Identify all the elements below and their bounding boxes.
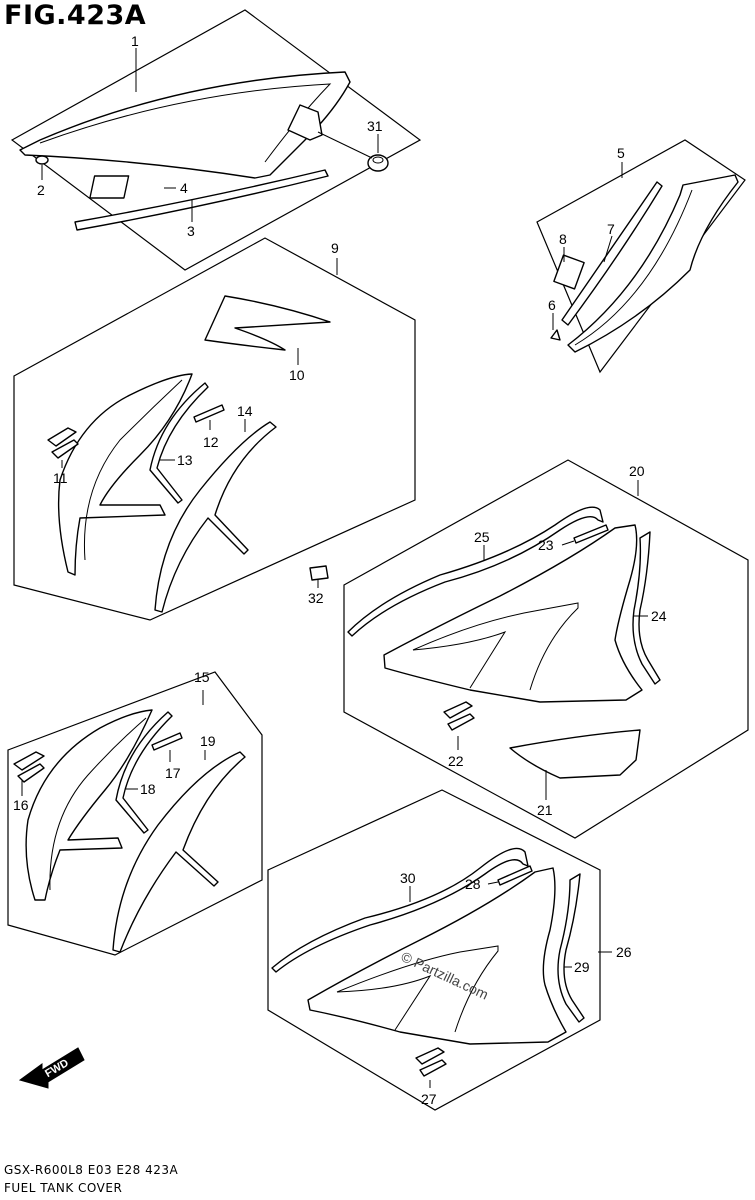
- callout-16: 16: [13, 797, 29, 813]
- callout-11: 11: [53, 470, 68, 486]
- footer-model-line: GSX-R600L8 E03 E28 423A: [4, 1163, 179, 1177]
- callout-6: 6: [548, 297, 556, 313]
- footer-caption: FUEL TANK COVER: [4, 1181, 123, 1195]
- part-27-emblem[interactable]: [415, 1047, 447, 1077]
- callout-24: 24: [651, 608, 667, 624]
- group-26-leaders: [409, 881, 612, 1088]
- callout-4: 4: [180, 180, 188, 196]
- callout-13: 13: [177, 452, 193, 468]
- fwd-arrow-icon: FWD: [18, 1047, 85, 1089]
- part-21-decal[interactable]: [509, 729, 641, 779]
- callout-30: 30: [400, 870, 416, 886]
- group-1-panel: [10, 9, 422, 271]
- callout-5: 5: [617, 145, 625, 161]
- callout-26: 26: [616, 944, 632, 960]
- part-10-decal[interactable]: [204, 295, 331, 351]
- part-12-strip[interactable]: [193, 404, 225, 423]
- callout-32: 32: [308, 590, 324, 606]
- part-17-strip[interactable]: [151, 732, 183, 751]
- callout-8: 8: [559, 231, 567, 247]
- group-15-panel: [7, 671, 263, 956]
- group-5-panel: [536, 139, 746, 374]
- callout-23: 23: [538, 537, 554, 553]
- callout-12: 12: [203, 434, 219, 450]
- part-32-clip[interactable]: [309, 565, 329, 581]
- callout-29: 29: [574, 959, 590, 975]
- callout-27: 27: [421, 1091, 437, 1107]
- part-3-trim-strip[interactable]: [74, 169, 329, 231]
- group-1-leaders: [41, 48, 379, 222]
- group-20-leaders: [457, 480, 648, 800]
- group-9-panel: [13, 237, 416, 621]
- part-15-cover[interactable]: [25, 709, 153, 901]
- group-5-leaders: [552, 162, 623, 330]
- part-2-clip[interactable]: [35, 155, 49, 165]
- callout-3: 3: [187, 223, 195, 239]
- callout-31: 31: [367, 118, 383, 134]
- part-6-clip[interactable]: [550, 329, 561, 341]
- group-9-leaders: [61, 258, 338, 588]
- part-24-trim-strip[interactable]: [632, 531, 661, 685]
- callout-19: 19: [200, 733, 216, 749]
- part-1-side-cover[interactable]: [19, 71, 351, 179]
- part-5-side-panel[interactable]: [567, 174, 739, 353]
- part-1-bracket[interactable]: [287, 104, 323, 141]
- part-14-trim-strip[interactable]: [154, 421, 277, 613]
- part-23-strip[interactable]: [573, 524, 609, 544]
- part-19-trim-strip[interactable]: [112, 751, 246, 953]
- callout-14: 14: [237, 403, 253, 419]
- callout-21: 21: [537, 802, 553, 818]
- part-13-trim-strip[interactable]: [149, 382, 209, 504]
- group-20-panel: [343, 459, 749, 839]
- part-16-emblem[interactable]: [13, 751, 45, 783]
- callout-7: 7: [607, 221, 615, 237]
- part-4-pad[interactable]: [89, 175, 130, 199]
- part-26-cover[interactable]: [307, 867, 567, 1045]
- part-29-trim-strip[interactable]: [557, 873, 585, 1023]
- callout-9: 9: [331, 240, 339, 256]
- callout-1: 1: [131, 33, 139, 49]
- part-22-emblem[interactable]: [443, 701, 475, 731]
- part-20-cover[interactable]: [383, 524, 643, 703]
- part-11-emblem[interactable]: [47, 427, 79, 459]
- part-28-strip[interactable]: [497, 865, 533, 886]
- callout-20: 20: [629, 463, 645, 479]
- callout-17: 17: [165, 765, 181, 781]
- part-18-trim-strip[interactable]: [115, 711, 173, 834]
- group-15-leaders: [21, 690, 206, 796]
- part-9-cover[interactable]: [57, 373, 193, 576]
- callout-22: 22: [448, 753, 464, 769]
- group-26-panel: [267, 789, 601, 1111]
- figure-title: FIG.423A: [4, 0, 147, 31]
- callout-2: 2: [37, 182, 45, 198]
- callout-28: 28: [465, 876, 481, 892]
- part-7-trim-strip[interactable]: [561, 181, 663, 326]
- callout-25: 25: [474, 529, 490, 545]
- part-30-trim-strip[interactable]: [271, 847, 529, 973]
- callout-15: 15: [194, 669, 210, 685]
- callout-18: 18: [140, 781, 156, 797]
- part-25-trim-strip[interactable]: [347, 506, 604, 637]
- callout-10: 10: [289, 367, 305, 383]
- part-8-label[interactable]: [553, 254, 585, 290]
